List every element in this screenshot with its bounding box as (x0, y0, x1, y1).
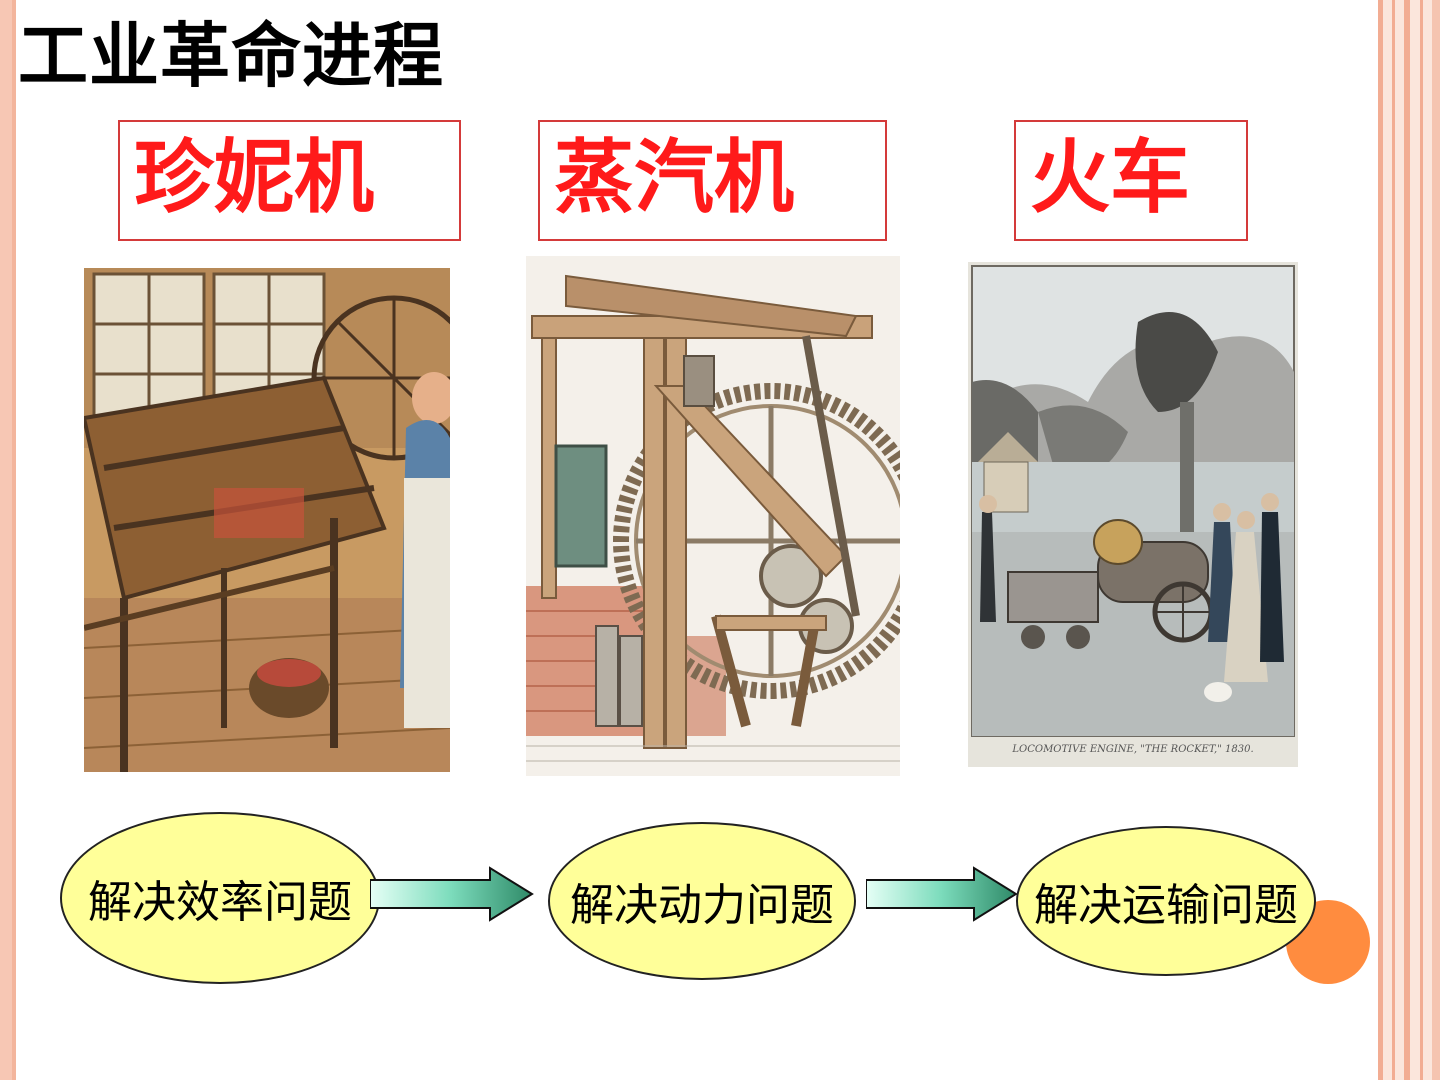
locomotive-image: LOCOMOTIVE ENGINE, "THE ROCKET," 1830. (968, 262, 1298, 767)
flow-step-power: 解决动力问题 (548, 822, 856, 980)
slide-frame-right (1378, 0, 1440, 1080)
label-train: 火车 (1014, 120, 1248, 241)
flow-step-transport: 解决运输问题 (1016, 826, 1316, 976)
flow-arrow-right-icon (866, 866, 1018, 922)
slide-title: 工业革命进程 (18, 15, 444, 97)
slide-frame-left (0, 0, 16, 1080)
locomotive-caption: LOCOMOTIVE ENGINE, "THE ROCKET," 1830. (1012, 744, 1254, 755)
spinning-jenny-image (84, 268, 450, 772)
flow-arrow-right-icon (370, 866, 534, 922)
label-steam-engine: 蒸汽机 (538, 120, 887, 241)
label-spinning-jenny: 珍妮机 (118, 120, 461, 241)
flow-step-efficiency: 解决效率问题 (60, 812, 380, 984)
steam-engine-image (526, 256, 900, 776)
